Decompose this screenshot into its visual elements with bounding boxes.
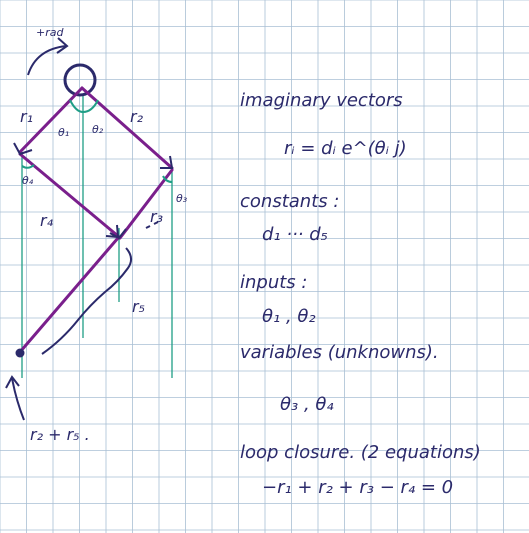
angle-arcs bbox=[21, 99, 173, 183]
vertical-guides bbox=[21, 95, 173, 378]
note-line-1: imaginary vectors bbox=[240, 90, 403, 111]
r3-dots bbox=[145, 221, 159, 229]
label-r5: r₅ bbox=[132, 297, 145, 316]
link-r4 bbox=[18, 152, 120, 238]
r5-brace bbox=[41, 247, 132, 355]
link-r1 bbox=[18, 86, 84, 154]
link-r5 bbox=[18, 236, 120, 354]
arc-theta1 bbox=[69, 99, 84, 113]
note-line-10: −r₁ + r₂ + r₃ − r₄ = 0 bbox=[262, 477, 453, 498]
rotation-label: +rad bbox=[36, 26, 64, 39]
label-r1: r₁ bbox=[20, 107, 33, 126]
note-line-3: constants : bbox=[240, 191, 339, 212]
note-line-2: rᵢ = dᵢ e^(θᵢ j) bbox=[284, 138, 407, 159]
link-r3 bbox=[118, 168, 174, 240]
note-line-5: inputs : bbox=[240, 272, 307, 293]
label-r4: r₄ bbox=[40, 211, 54, 230]
label-theta3: θ₃ bbox=[176, 192, 188, 205]
label-theta1: θ₁ bbox=[58, 126, 69, 139]
ground-pivot bbox=[63, 63, 97, 97]
note-line-4: d₁ ··· d₅ bbox=[262, 224, 328, 245]
endpoint-pointer-arrow bbox=[11, 377, 25, 421]
notes-panel: imaginary vectors rᵢ = dᵢ e^(θᵢ j) const… bbox=[240, 90, 481, 498]
bottom-note: r₂ + r₅ . bbox=[30, 425, 90, 444]
arrowhead-r1 bbox=[13, 142, 33, 156]
rotation-arrow bbox=[27, 45, 67, 76]
endpoint-pointer-arrowhead bbox=[5, 375, 20, 389]
note-line-9: loop closure. (2 equations) bbox=[240, 442, 481, 463]
note-line-8: θ₃ , θ₄ bbox=[280, 394, 334, 415]
endpoint-dot bbox=[15, 348, 25, 358]
note-line-6: θ₁ , θ₂ bbox=[262, 306, 316, 327]
arc-theta3 bbox=[162, 175, 173, 183]
rotation-arrowhead bbox=[56, 37, 69, 54]
arrowhead-r2 bbox=[160, 155, 174, 169]
vector-arrowheads bbox=[13, 142, 174, 240]
arc-theta4 bbox=[21, 164, 35, 169]
label-theta2: θ₂ bbox=[92, 123, 104, 136]
label-r3: r₃ bbox=[150, 207, 163, 226]
arc-theta2 bbox=[82, 99, 99, 113]
note-line-7: variables (unknowns). bbox=[240, 342, 439, 363]
label-r2: r₂ bbox=[130, 107, 144, 126]
label-theta4: θ₄ bbox=[22, 174, 34, 187]
arrowhead-r3 bbox=[109, 228, 127, 240]
